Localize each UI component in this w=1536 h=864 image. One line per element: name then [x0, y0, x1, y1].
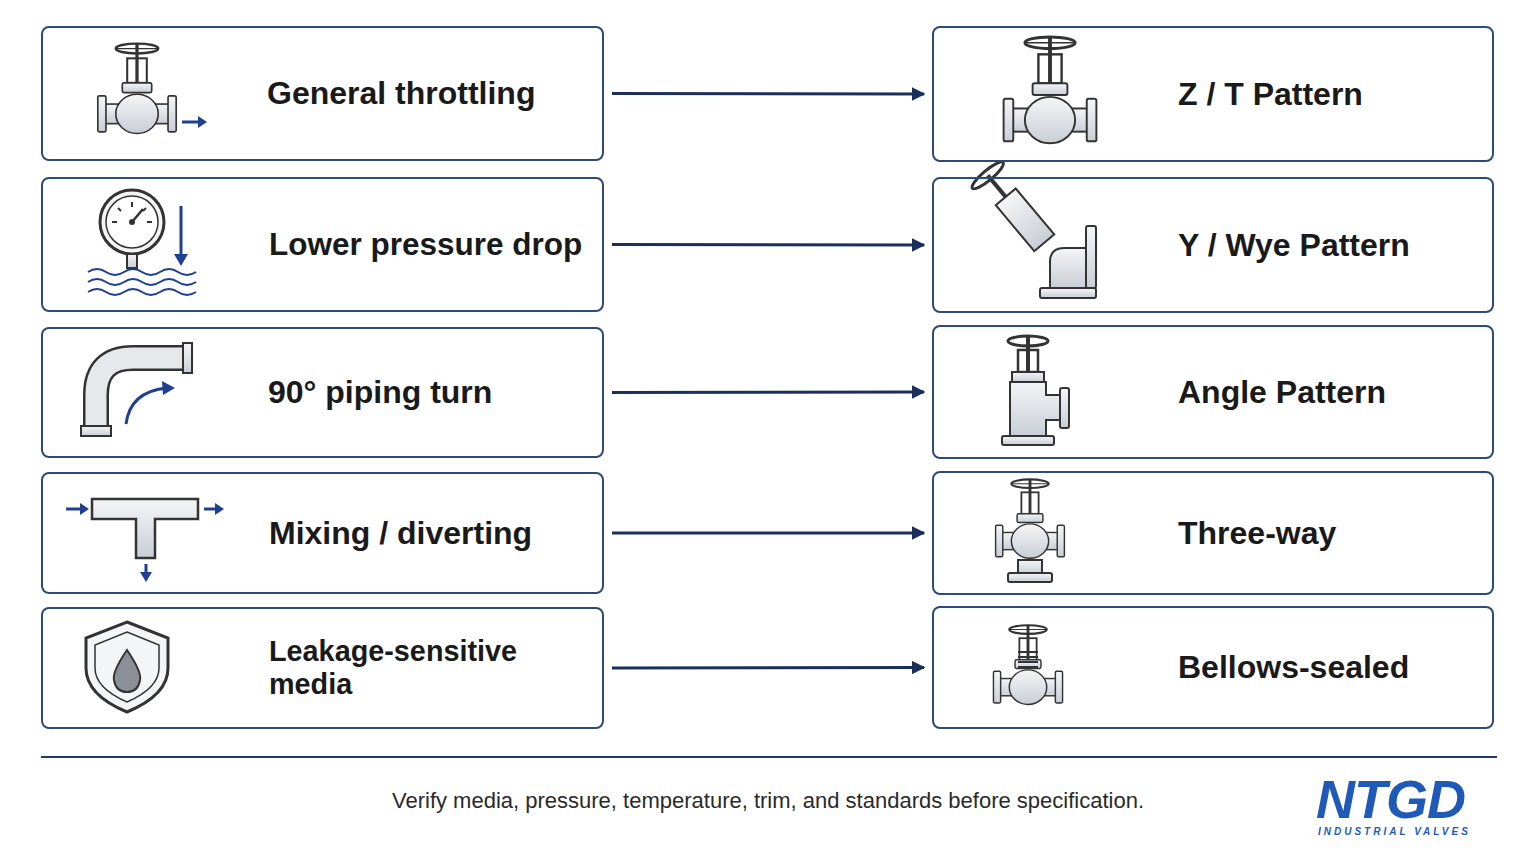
brand-tagline: INDUSTRIAL VALVES: [1318, 826, 1508, 837]
valve-type-label: Angle Pattern: [1178, 374, 1386, 411]
brand-logo: NTGD: [1316, 768, 1506, 830]
application-label: General throttling: [267, 75, 535, 112]
valve-type-box: Z / T Pattern: [932, 26, 1494, 162]
globe-valve-icon: [98, 44, 207, 134]
tee-fitting-icon: [66, 499, 224, 582]
application-box: Lower pressure drop: [41, 177, 604, 312]
shield-drop-icon: [86, 622, 168, 712]
pressure-gauge-icon: [88, 190, 196, 295]
valve-type-box: Y / Wye Pattern: [932, 177, 1494, 313]
footer-rule: [41, 756, 1497, 758]
valve-type-box: Bellows-sealed: [932, 606, 1494, 729]
footer-note: Verify media, pressure, temperature, tri…: [0, 788, 1536, 814]
mapping-arrow: [612, 532, 924, 535]
valve-type-label: Y / Wye Pattern: [1178, 227, 1410, 264]
y-pattern-globe-valve: [969, 159, 1096, 298]
z-pattern-globe-valve: [1004, 37, 1097, 143]
valve-type-box: Three-way: [932, 471, 1494, 595]
valve-type-box: Angle Pattern: [932, 325, 1494, 459]
application-label: Leakage-sensitive media: [269, 635, 586, 701]
application-box: Leakage-sensitive media: [41, 607, 604, 729]
application-label: Lower pressure drop: [269, 226, 582, 262]
valve-type-label: Bellows-sealed: [1178, 649, 1409, 686]
application-box: General throttling: [41, 26, 604, 161]
valve-type-label: Three-way: [1178, 515, 1336, 552]
three-way-globe-valve: [996, 479, 1065, 582]
bellows-sealed-globe-valve: [993, 625, 1062, 704]
application-label: 90° piping turn: [268, 374, 492, 411]
application-box: Mixing / diverting: [41, 472, 604, 594]
application-box: 90° piping turn: [41, 327, 604, 458]
mapping-arrow: [612, 391, 924, 395]
application-label: Mixing / diverting: [269, 515, 532, 552]
valve-type-label: Z / T Pattern: [1178, 76, 1363, 113]
angle-pattern-globe-valve: [1002, 336, 1069, 445]
pipe-elbow-icon: [81, 343, 192, 436]
mapping-arrow: [612, 243, 924, 247]
mapping-arrow: [612, 666, 924, 670]
mapping-arrow: [612, 92, 924, 96]
